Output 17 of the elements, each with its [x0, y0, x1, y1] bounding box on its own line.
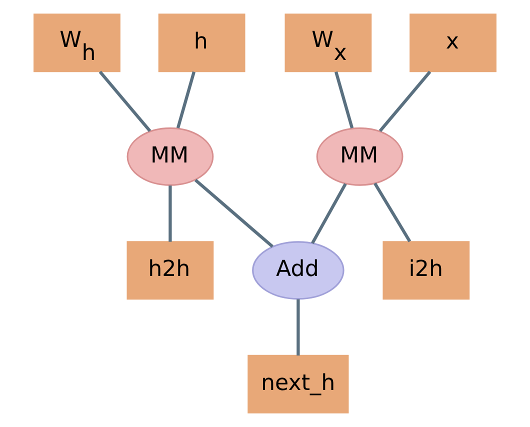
connector	[374, 182, 412, 242]
connector	[296, 299, 300, 356]
connector	[378, 70, 432, 132]
connector	[98, 70, 152, 132]
connector	[334, 71, 354, 128]
connector	[194, 178, 274, 248]
connector	[176, 71, 196, 128]
connector	[168, 186, 172, 242]
node-box: i2h	[382, 241, 470, 300]
node-box: h	[158, 14, 246, 72]
node-ellipse: MM	[316, 127, 404, 186]
node-box: next_h	[248, 354, 349, 414]
node-ellipse: MM	[126, 127, 214, 186]
node-box: h2h	[126, 241, 214, 300]
node-ellipse: Add	[252, 241, 344, 300]
connector	[311, 183, 347, 244]
node-box: x	[410, 14, 496, 72]
